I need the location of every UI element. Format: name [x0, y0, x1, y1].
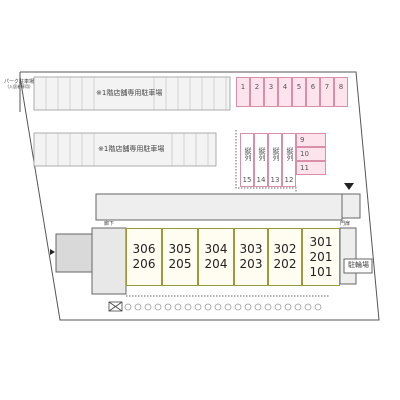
- bike-parking-label: 駐輪場: [348, 261, 369, 269]
- unit-column-305: 305 205: [162, 228, 198, 286]
- room-number: 205: [168, 257, 192, 271]
- stall-1: 1: [236, 77, 250, 107]
- room-number: 202: [273, 257, 297, 271]
- room-number: 305: [168, 242, 192, 256]
- stall-number: 15: [242, 176, 252, 184]
- room-number: 201: [309, 250, 333, 264]
- stall-3: 3: [264, 77, 278, 107]
- site-boundary: [19, 71, 380, 321]
- stall-14: 縦列 14: [254, 133, 268, 187]
- parking-sign-label: パーク駐車場 (入居者専用): [4, 80, 34, 90]
- room-number: 303: [239, 242, 263, 256]
- stall-type-label: 縦列: [258, 147, 266, 161]
- stall-number: 10: [300, 150, 309, 158]
- stall-2: 2: [250, 77, 264, 107]
- parking-hatch-2: [45, 133, 209, 166]
- room-number: 304: [204, 242, 228, 256]
- room-number: 206: [132, 257, 156, 271]
- stall-number: 12: [284, 176, 294, 184]
- store-parking-label-1: ※1階店舗専用駐車場: [96, 89, 163, 97]
- stall-number: 2: [254, 83, 260, 91]
- stall-number: 1: [240, 83, 246, 91]
- stall-number: 11: [300, 164, 309, 172]
- stair-block: [55, 233, 93, 273]
- stall-number: 6: [310, 83, 316, 91]
- stall-12: 縦列 12: [282, 133, 296, 187]
- entrance-marker: [344, 183, 354, 190]
- store-parking-area-2: [33, 132, 217, 167]
- room-number: 204: [204, 257, 228, 271]
- stall-number: 5: [296, 83, 302, 91]
- stall-7: 7: [320, 77, 334, 107]
- unit-column-306: 306 206: [126, 228, 162, 286]
- parking-sign-line1: パーク駐車場: [4, 79, 35, 85]
- gate-label: 門扉: [340, 221, 351, 227]
- corridor-block: [95, 193, 343, 221]
- stall-number: 3: [268, 83, 274, 91]
- tree-row: [124, 303, 322, 311]
- stall-10: 10: [296, 147, 326, 161]
- stall-type-label: 縦列: [286, 147, 294, 161]
- stall-11: 11: [296, 161, 326, 175]
- room-number: 306: [132, 242, 156, 256]
- unit-column-303: 303 203: [234, 228, 268, 286]
- room-number: 101: [309, 265, 333, 279]
- stall-number: 4: [282, 83, 288, 91]
- corridor-label: 廊下: [104, 221, 115, 227]
- parking-sign-line2: (入居者専用): [7, 84, 31, 89]
- stall-15: 縦列 15: [240, 133, 254, 187]
- stall-type-label: 縦列: [272, 147, 280, 161]
- unit-column-302: 302 202: [268, 228, 302, 286]
- stall-type-label: 縦列: [244, 147, 252, 161]
- room-number: 203: [239, 257, 263, 271]
- stall-number: 7: [324, 83, 330, 91]
- stall-9: 9: [296, 133, 326, 147]
- stall-5: 5: [292, 77, 306, 107]
- store-parking-label-2: ※1階店舗専用駐車場: [98, 145, 165, 153]
- stall-number: 9: [300, 136, 305, 144]
- stall-13: 縦列 13: [268, 133, 282, 187]
- stall-8: 8: [334, 77, 348, 107]
- stall-6: 6: [306, 77, 320, 107]
- stall-4: 4: [278, 77, 292, 107]
- entrance-block: [91, 227, 127, 295]
- unit-column-304: 304 204: [198, 228, 234, 286]
- bike-parking-box: [343, 258, 373, 274]
- store-parking-area-1: [33, 76, 231, 111]
- room-number: 302: [273, 242, 297, 256]
- stall-number: 13: [270, 176, 280, 184]
- unit-column-301: 301 201 101: [302, 228, 340, 286]
- parking-hatch-1: [45, 77, 227, 110]
- room-number: 301: [309, 235, 333, 249]
- stall-number: 8: [338, 83, 344, 91]
- stall-number: 14: [256, 176, 266, 184]
